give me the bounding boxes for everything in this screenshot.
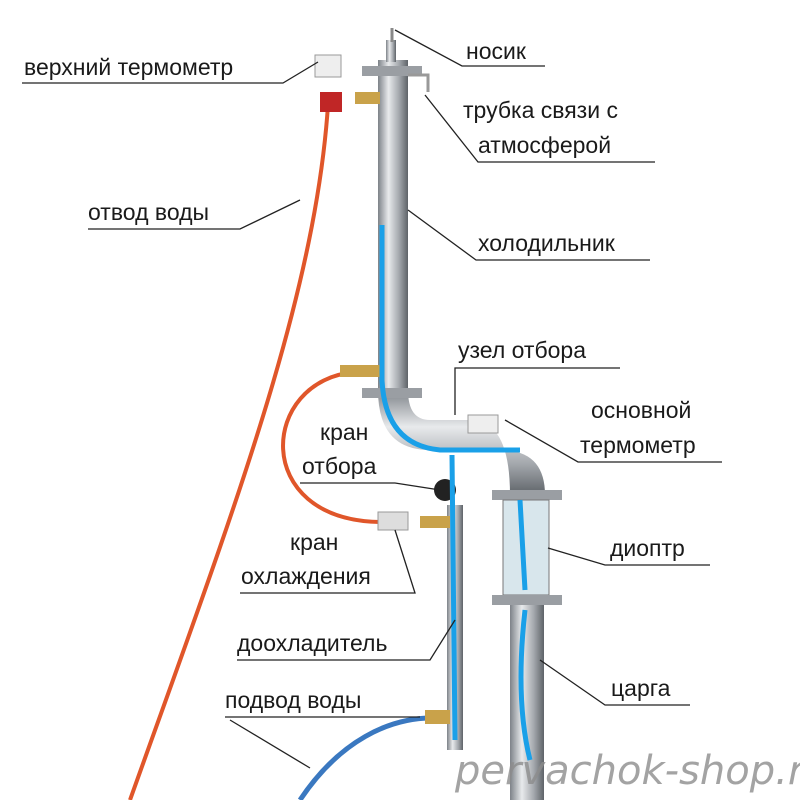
top-fitting	[355, 92, 380, 104]
aftercooler-top-fitting	[420, 516, 450, 528]
label-dioptr: диоптр	[610, 535, 685, 561]
vent-tube	[408, 73, 430, 92]
label-takeoff-valve-1: кран	[320, 419, 369, 445]
takeoff-bend	[378, 390, 545, 495]
main-thermometer	[467, 414, 499, 434]
top-thermometer	[314, 54, 342, 78]
liquid-path	[379, 225, 533, 761]
label-vent-tube-1: трубка связи с	[463, 97, 618, 123]
label-main-thermometer-1: основной	[591, 397, 692, 423]
tsarga-tube	[510, 605, 544, 800]
label-condenser: холодильник	[478, 230, 615, 256]
label-water-out: отвод воды	[88, 199, 210, 225]
condenser-inlet-fitting	[340, 365, 380, 377]
label-vent-tube-2: атмосферой	[478, 132, 612, 158]
water-out-hose	[128, 104, 330, 800]
watermark-bottom: pervachok-shop.ru	[455, 748, 800, 794]
dioptr-top-clamp	[492, 490, 562, 500]
nosik-tube	[386, 40, 396, 62]
water-in-hose	[297, 715, 433, 800]
label-takeoff-valve-2: отбора	[302, 453, 377, 479]
top-clamp	[362, 66, 422, 76]
label-water-in: подвод воды	[225, 687, 362, 713]
dioptr-bottom-clamp	[492, 595, 562, 605]
top-elbow	[320, 92, 342, 112]
cooling-valve	[377, 511, 409, 531]
label-takeoff-unit: узел отбора	[458, 337, 586, 363]
label-cooling-valve-1: кран	[290, 529, 339, 555]
label-top-thermometer: верхний термометр	[24, 54, 234, 80]
aftercooler-bottom-fitting	[425, 710, 450, 724]
mid-clamp	[362, 388, 422, 398]
label-nosik: носик	[466, 38, 526, 64]
label-tsarga: царга	[611, 675, 671, 701]
loop-hose	[281, 370, 381, 524]
label-main-thermometer-2: термометр	[580, 432, 696, 458]
label-cooling-valve-2: охлаждения	[241, 563, 371, 589]
label-aftercooler: доохладитель	[237, 630, 388, 656]
